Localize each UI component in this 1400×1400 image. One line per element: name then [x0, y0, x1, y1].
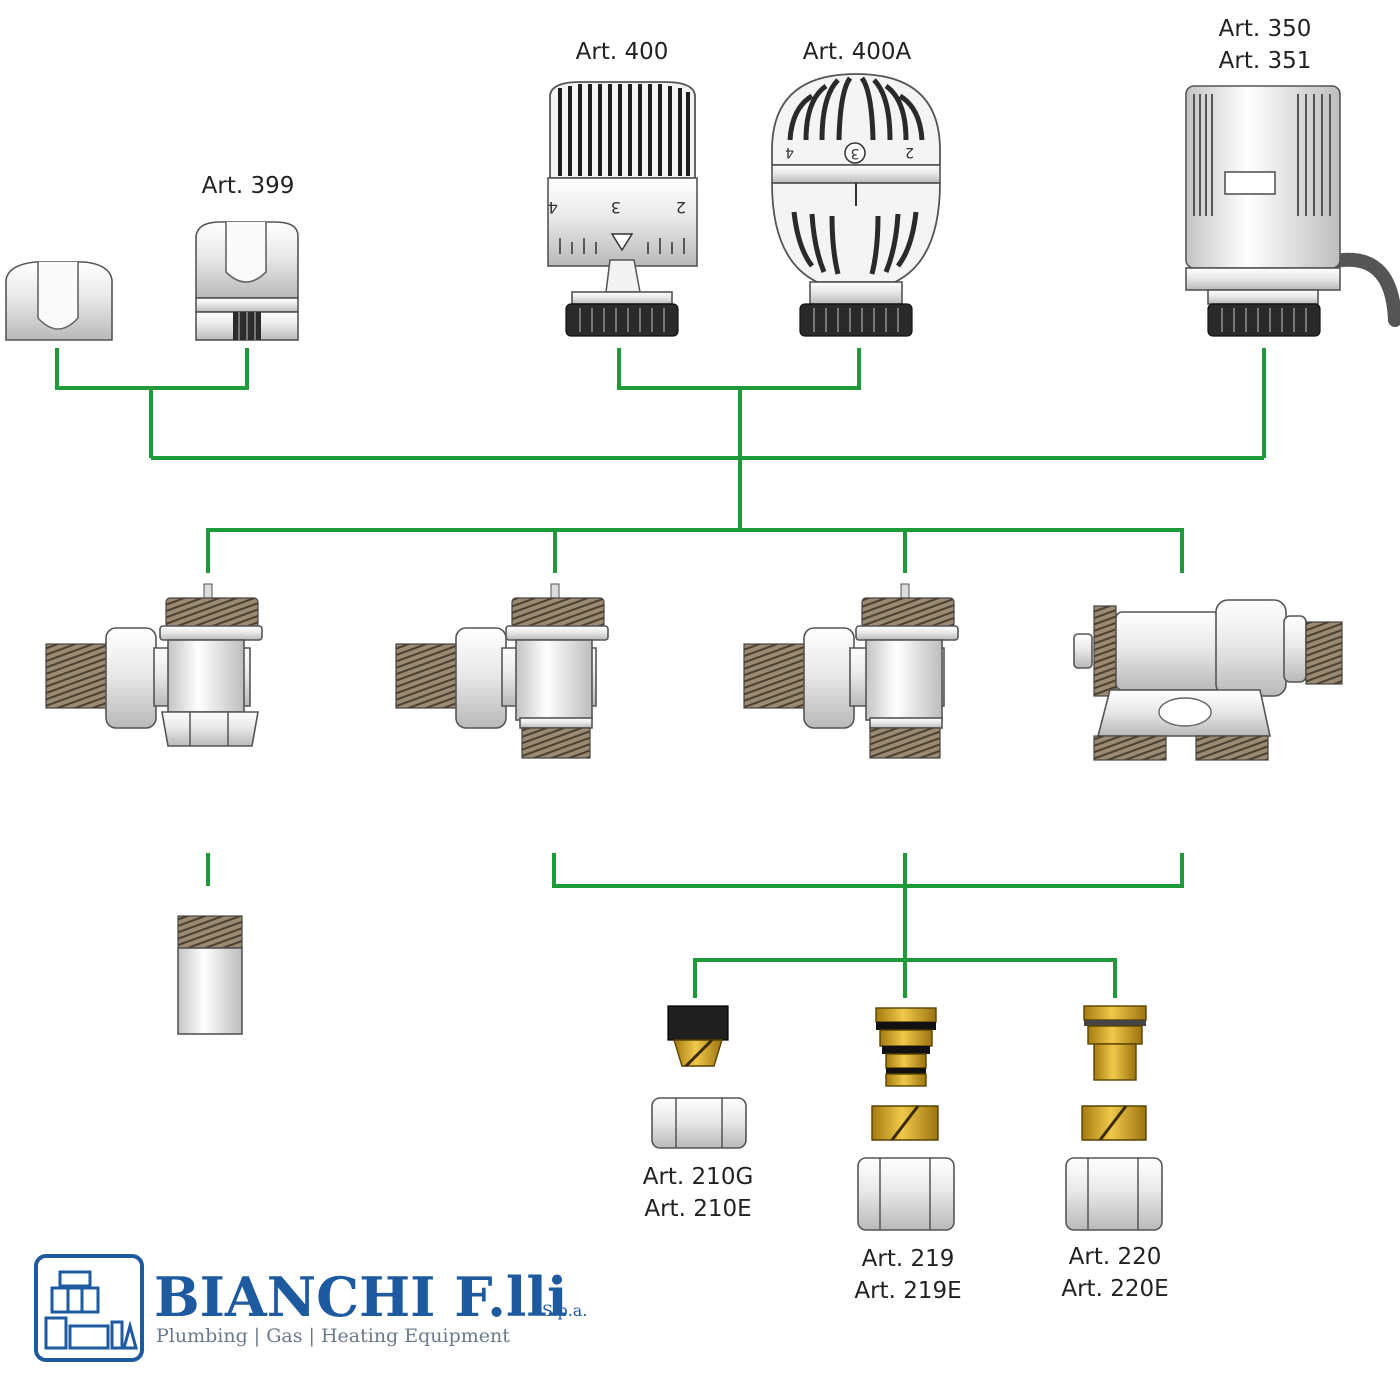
art-400a-dial-4: 4: [785, 144, 794, 160]
actuator-vent-ribs: [1193, 94, 1331, 216]
art-400a-dial-2: 2: [905, 144, 914, 160]
art-351-label: Art. 351: [1219, 48, 1312, 74]
brand-suffix: S.p.a.: [542, 1301, 587, 1320]
plain-cap[interactable]: [5, 261, 113, 341]
art-400-scale-ticks: [559, 238, 685, 254]
angle-valve-male-2[interactable]: [743, 583, 959, 759]
connector-lines: [55, 348, 1266, 998]
art-219-fitting[interactable]: Art. 219 Art. 219E: [854, 1007, 962, 1304]
angle-valve-male-1[interactable]: [395, 583, 609, 759]
tube-nipple[interactable]: [177, 915, 243, 1035]
connector-valves: [206, 528, 1184, 573]
dual-outlet-valve[interactable]: [1073, 599, 1343, 761]
art-350-label: Art. 350: [1219, 16, 1312, 42]
brand-logo: BIANCHI F.lli S.p.a. Plumbing | Gas | He…: [34, 1254, 587, 1362]
art-400-dial-4: 4: [548, 198, 558, 217]
connector-caps: [55, 348, 249, 390]
connector-fittings: [693, 958, 1117, 998]
art-210g-label: Art. 210G: [643, 1164, 754, 1190]
art-400-dial-2: 2: [676, 198, 686, 217]
art-220-fitting[interactable]: Art. 220 Art. 220E: [1061, 1005, 1169, 1302]
art-400a-dial-3: 3: [851, 145, 860, 161]
brand-tagline: Plumbing | Gas | Heating Equipment: [156, 1325, 510, 1347]
art-210e-label: Art. 210E: [644, 1196, 751, 1222]
art-400a-grip-ribs: [787, 76, 925, 141]
connector-thermo-heads: [617, 348, 861, 390]
connector-lower-valves: [552, 853, 1184, 888]
art-219e-label: Art. 219E: [854, 1278, 961, 1304]
art-399-label: Art. 399: [202, 173, 295, 199]
art-400a-nut-grip: [813, 308, 899, 332]
art-350-351-actuator[interactable]: Art. 350 Art. 351: [1185, 16, 1400, 337]
actuator-window: [1224, 171, 1276, 195]
brand-name: BIANCHI F.lli: [154, 1265, 567, 1329]
art-219-label: Art. 219: [862, 1246, 955, 1272]
art-400a-lower-ribs: [791, 211, 919, 275]
art-400-nut-grip: [579, 308, 665, 332]
art-220e-label: Art. 220E: [1061, 1276, 1168, 1302]
art-400-dial-3: 3: [611, 198, 621, 217]
actuator-nut-grip: [1221, 308, 1307, 332]
valve-building-logo-icon: [34, 1254, 144, 1362]
art-220-label: Art. 220: [1069, 1244, 1162, 1270]
art-400-label: Art. 400: [576, 39, 669, 65]
art-210-fitting[interactable]: Art. 210G Art. 210E: [643, 1005, 754, 1222]
actuator-cable: [1323, 252, 1400, 327]
art-400a-thermostatic-head[interactable]: Art. 400A 4 3 2: [771, 39, 941, 337]
art-400-grip-ribs: [558, 84, 690, 176]
art-400-pointer-icon: [610, 233, 634, 252]
art-400-thermostatic-head[interactable]: Art. 400 4 3 2: [547, 39, 698, 337]
art-400a-label: Art. 400A: [803, 39, 912, 65]
angle-valve-female[interactable]: [45, 583, 263, 747]
art-399-cap[interactable]: Art. 399: [195, 173, 299, 341]
